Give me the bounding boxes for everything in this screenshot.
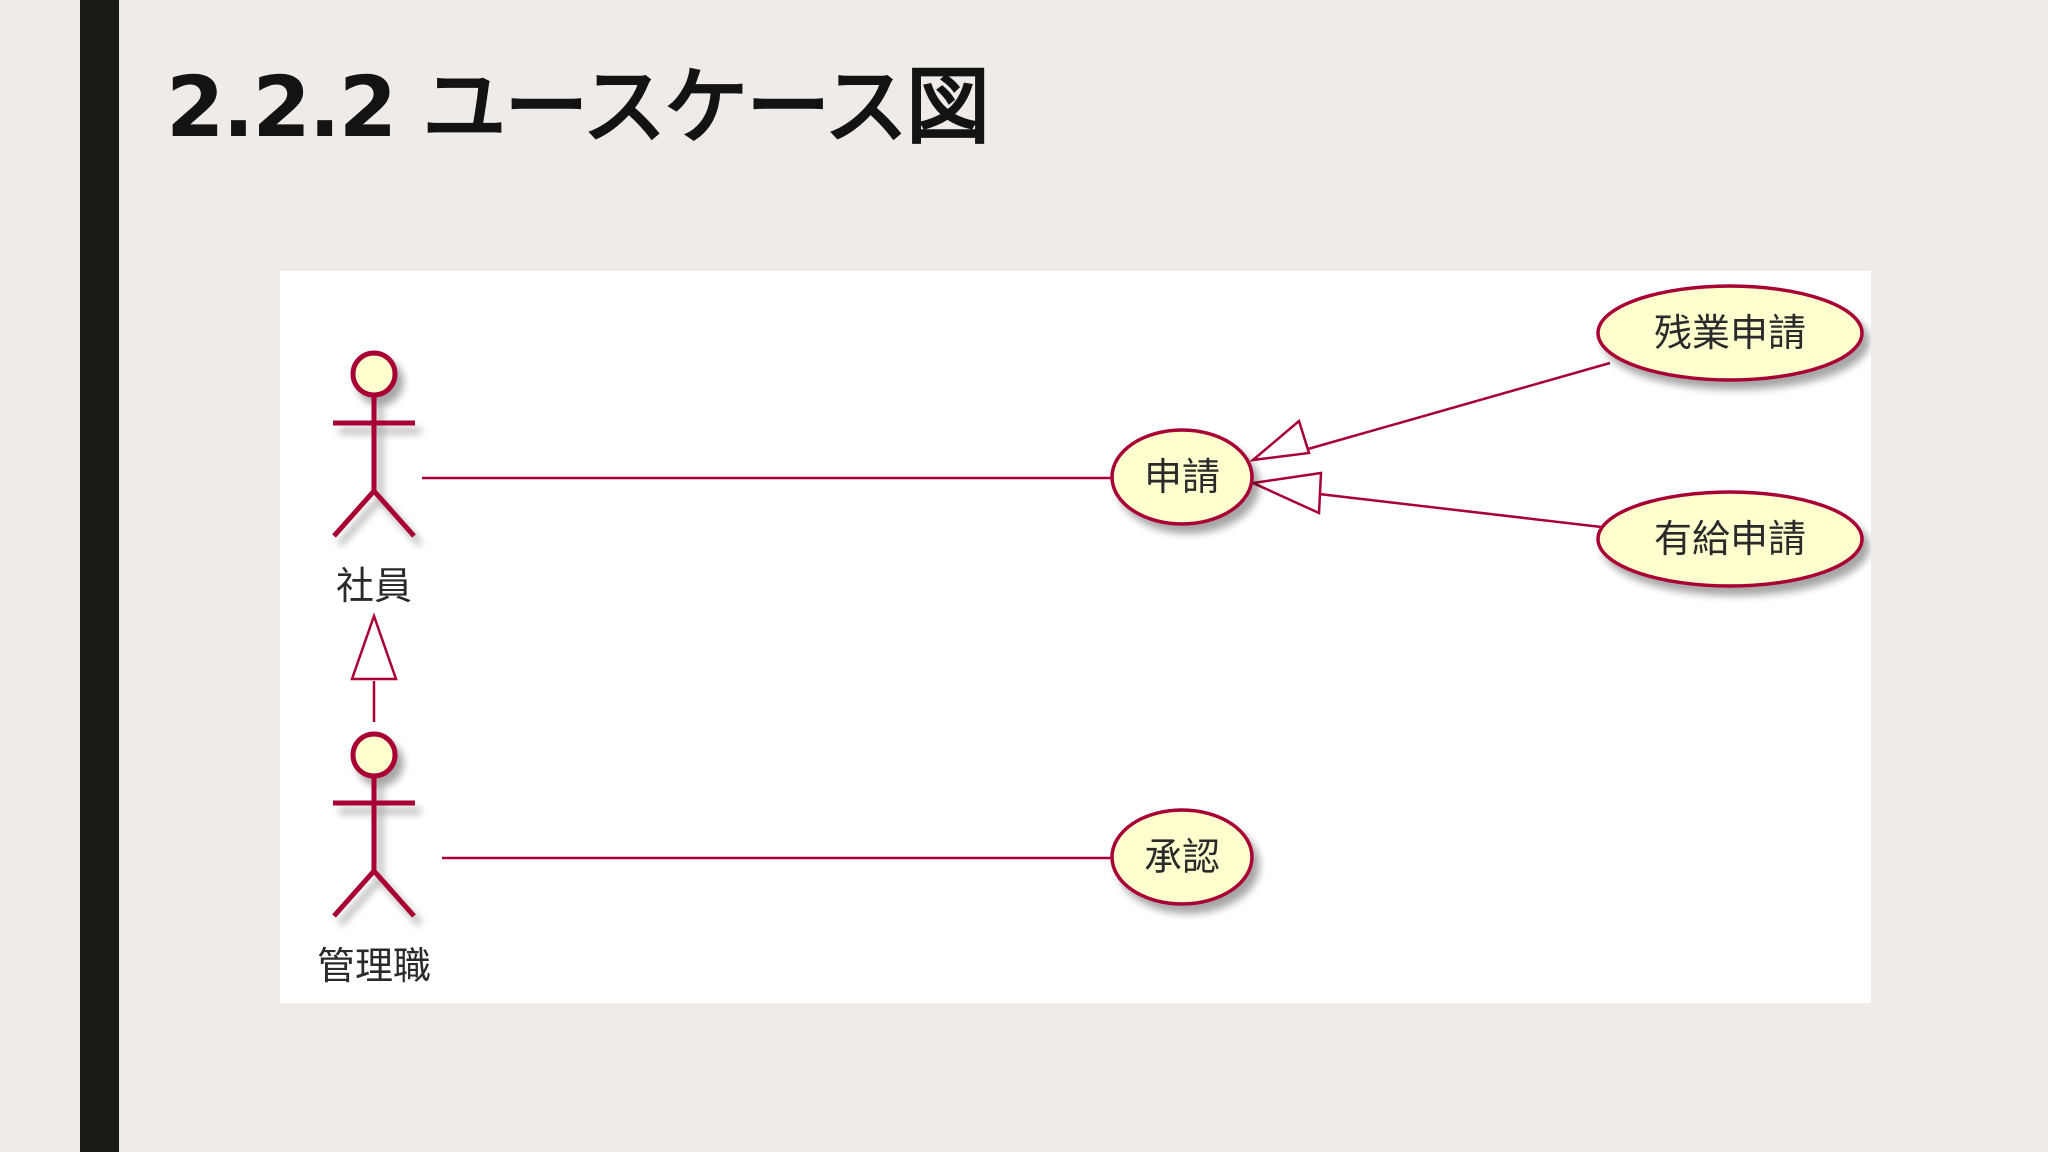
- actor-icon: [332, 731, 416, 918]
- use-case-diagram: 社員 管理職 申請 残業申請 有給申請: [280, 271, 1871, 1003]
- actor-icon: [332, 350, 416, 538]
- slide-title: 2.2.2 ユースケース図: [166, 58, 990, 156]
- usecase-label: 申請: [1144, 455, 1220, 499]
- actor-label: 管理職: [317, 944, 431, 988]
- usecase-label: 残業申請: [1654, 311, 1806, 355]
- usecase-label: 承認: [1144, 835, 1220, 879]
- usecase-label: 有給申請: [1654, 517, 1806, 561]
- usecase-approve: 承認: [1110, 808, 1254, 906]
- usecase-apply: 申請: [1110, 428, 1254, 526]
- actor-employee: 社員: [332, 350, 416, 608]
- usecase-paid-leave: 有給申請: [1596, 490, 1864, 588]
- usecase-overtime: 残業申請: [1596, 284, 1864, 382]
- generalization-manager-employee: [350, 612, 398, 722]
- generalization-overtime-apply: [1248, 361, 1611, 462]
- slide-accent-bar: [80, 0, 119, 1152]
- use-case-diagram-canvas: 社員 管理職 申請 残業申請 有給申請: [317, 284, 1864, 988]
- actor-label: 社員: [336, 564, 412, 608]
- generalization-paid-leave-apply: [1248, 471, 1611, 530]
- actor-manager: 管理職: [317, 731, 431, 988]
